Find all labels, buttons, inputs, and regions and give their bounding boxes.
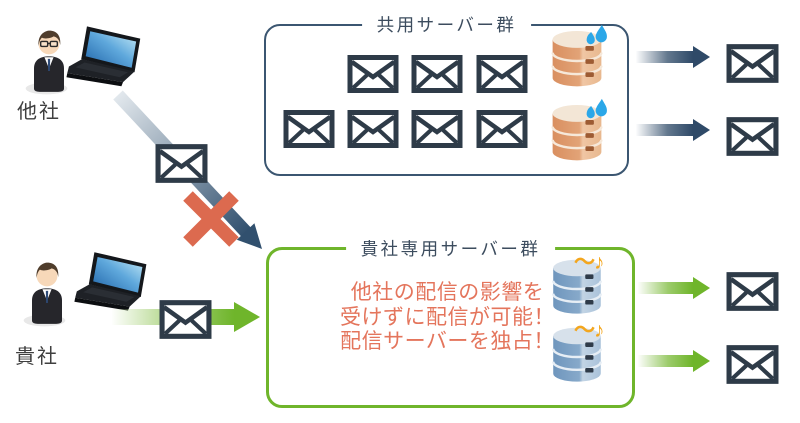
mail-icon	[283, 109, 335, 149]
benefit-message: 他社の配信の影響を 受けずに配信が可能！ 配信サーバーを独占！	[268, 281, 627, 355]
sweat-drops-icon	[583, 24, 610, 49]
mail-icon	[726, 271, 779, 312]
dedicated-box-title: 貴社専用サーバー群	[345, 237, 556, 261]
delivery-arrow-green	[638, 277, 710, 299]
music-note-icon: ～♪	[574, 251, 604, 274]
laptop-icon	[64, 26, 146, 94]
mail-icon	[347, 54, 399, 94]
mail-icon	[411, 54, 463, 94]
delivery-arrow-green	[638, 350, 710, 372]
businessman-icon	[22, 254, 72, 332]
mail-icon	[347, 109, 399, 149]
benefit-message-line: 配信サーバーを独占！	[340, 330, 555, 353]
mail-icon	[726, 116, 779, 157]
your-company-label: 貴社	[15, 346, 59, 368]
benefit-message-line: 受けずに配信が可能！	[340, 305, 555, 329]
sweat-drops-icon	[583, 98, 610, 123]
mail-icon	[476, 54, 528, 94]
music-note-icon: ～♪	[574, 319, 604, 342]
mail-icon	[159, 299, 212, 340]
mail-icon	[155, 143, 208, 184]
delivery-arrow-dark	[636, 119, 710, 141]
mail-icon	[726, 344, 779, 385]
shared-box-title: 共用サーバー群	[361, 13, 532, 37]
cross-icon	[183, 191, 239, 247]
mail-icon	[411, 109, 463, 149]
other-company-label: 他社	[17, 101, 61, 123]
mail-icon	[726, 43, 779, 84]
benefit-message-line: 他社の配信の影響を	[350, 281, 545, 304]
mail-icon	[476, 109, 528, 149]
delivery-arrow-dark	[636, 46, 710, 68]
